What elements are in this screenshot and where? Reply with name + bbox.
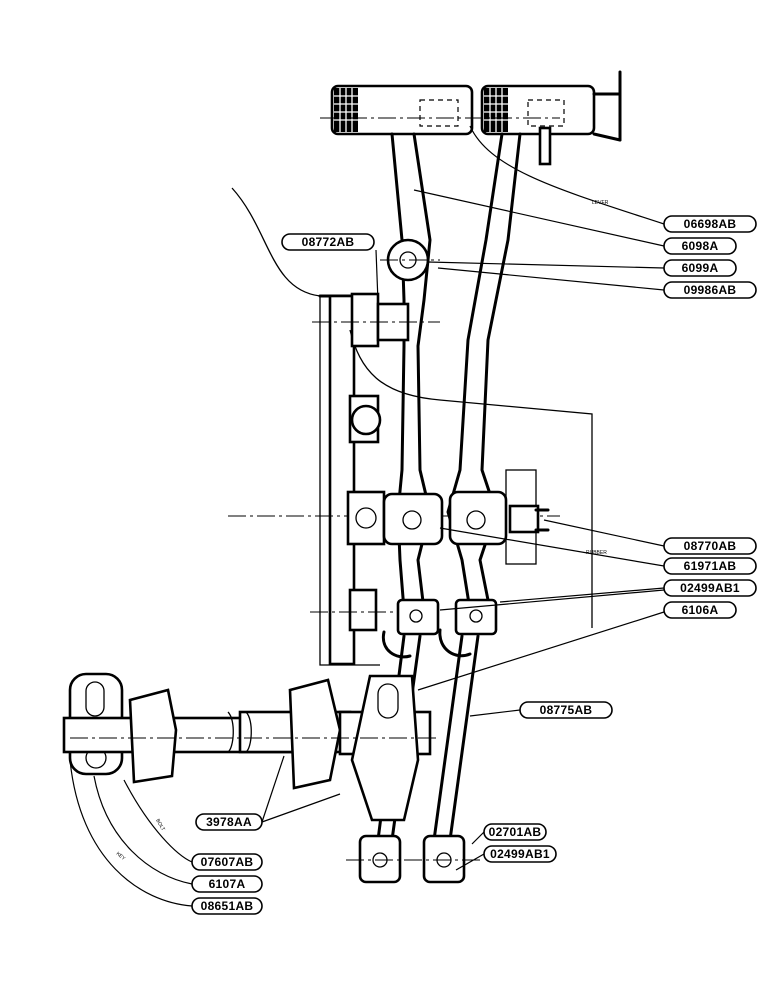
svg-text:3978AA: 3978AA [206,815,252,829]
svg-text:08772AB: 08772AB [302,235,355,249]
svg-text:6099A: 6099A [682,261,719,275]
svg-text:09986AB: 09986AB [684,283,737,297]
svg-text:61971AB: 61971AB [684,559,737,573]
label-6106a: 6106A [663,601,737,619]
cross-shaft [228,469,560,565]
svg-text:6106A: 6106A [682,603,719,617]
label-07607ab: 07607AB [191,853,263,871]
label-02499ab1-top: 02499AB1 [663,579,757,597]
svg-text:08770AB: 08770AB [684,539,737,553]
label-06698ab: 06698AB [663,215,757,233]
svg-text:02499AB1: 02499AB1 [490,847,550,861]
bottom-clevises [346,834,480,884]
leader-lines [69,125,665,907]
label-08770ab: 08770AB [663,537,757,555]
svg-text:08651AB: 08651AB [201,899,254,913]
housing [231,187,593,666]
label-6098a: 6098A [663,237,737,255]
label-02701ab: 02701AB [483,823,547,841]
label-61971ab: 61971AB [663,557,757,575]
label-6107a: 6107A [191,875,263,893]
label-08651ab: 08651AB [191,897,263,915]
annotation-key: KEY [115,851,127,862]
annotation-bolt: BOLT [154,818,166,832]
label-02499ab1-bottom: 02499AB1 [483,845,557,863]
label-3978aa: 3978AA [195,813,263,831]
annotation-rubber: RUBBER [586,550,607,556]
pedal-levers [380,132,522,612]
svg-text:6107A: 6107A [209,877,246,891]
label-6099a: 6099A [663,259,737,277]
svg-text:06698AB: 06698AB [684,217,737,231]
label-09986ab: 09986AB [663,281,757,299]
clevis-assemblies [381,598,498,659]
lower-shaft [62,672,440,822]
pedal-pads [320,70,622,166]
svg-text:02499AB1: 02499AB1 [680,581,740,595]
svg-text:08775AB: 08775AB [540,703,593,717]
svg-text:02701AB: 02701AB [489,825,542,839]
svg-text:07607AB: 07607AB [201,855,254,869]
label-08775ab: 08775AB [519,701,613,719]
annotation-lever: LEVER [592,200,609,206]
svg-text:6098A: 6098A [682,239,719,253]
label-08772ab: 08772AB [281,233,375,251]
